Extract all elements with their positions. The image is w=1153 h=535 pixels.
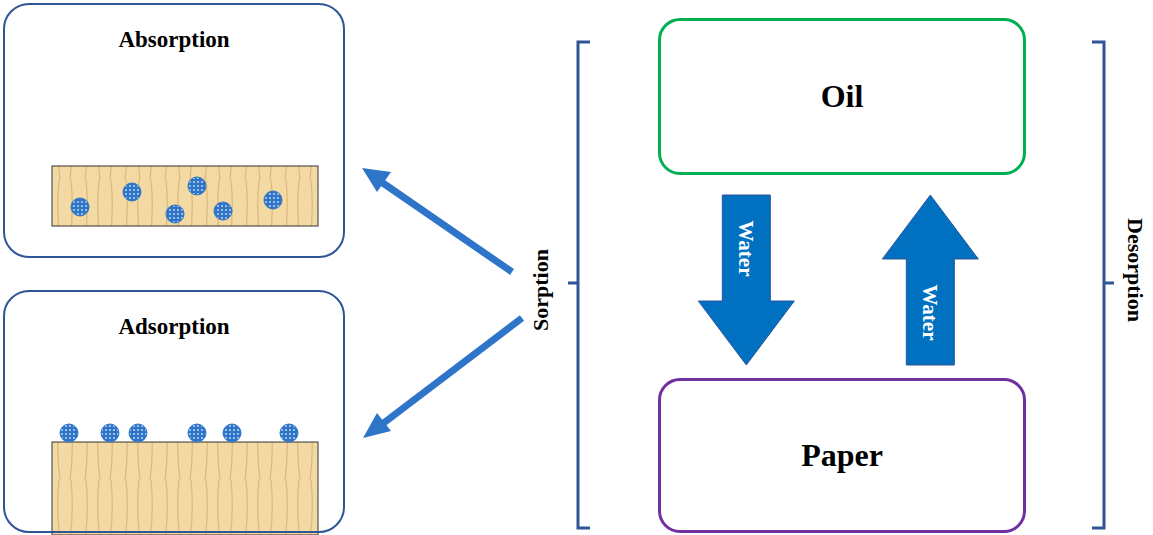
sorption-arrows	[362, 168, 522, 438]
arrow-label: Water	[918, 284, 943, 340]
paper-strip	[52, 442, 318, 535]
medium-box: Oil	[658, 18, 1026, 175]
group-label: Desorption	[1122, 218, 1148, 322]
block-arrow	[882, 195, 978, 365]
group-label: Sorption	[528, 249, 554, 331]
box-title: Adsorption	[118, 314, 229, 340]
box-title: Absorption	[118, 27, 229, 53]
medium-box: Paper	[658, 378, 1026, 533]
box-title: Oil	[821, 78, 864, 115]
process-box: Adsorption	[3, 290, 345, 533]
paper-strip	[52, 166, 318, 226]
box-title: Paper	[801, 437, 883, 474]
arrow-label: Water	[734, 220, 759, 276]
process-box: Absorption	[3, 3, 345, 258]
block-arrow	[698, 195, 794, 365]
